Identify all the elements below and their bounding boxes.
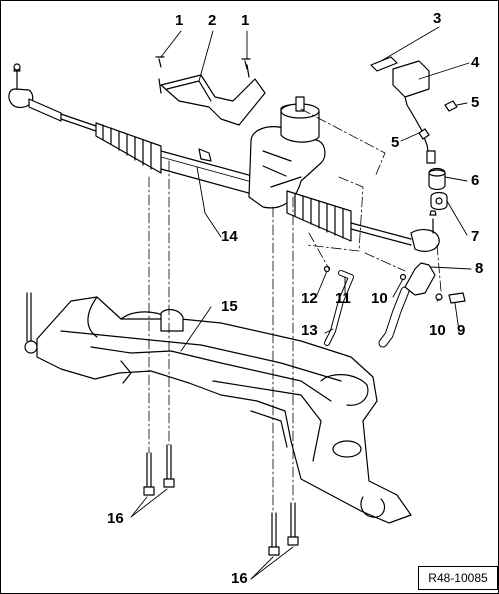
steering-rack xyxy=(8,63,440,252)
callout-4: 4 xyxy=(471,54,480,71)
callout-1-left: 1 xyxy=(175,12,184,29)
mounting-bolts xyxy=(143,444,299,556)
callout-7: 7 xyxy=(471,228,480,245)
heat-shield xyxy=(158,64,266,126)
hydraulic-lines xyxy=(323,262,466,348)
leader-lines xyxy=(130,26,472,580)
callout-3: 3 xyxy=(433,10,442,27)
callout-10-right: 10 xyxy=(429,322,446,339)
subframe xyxy=(24,292,412,524)
callout-13: 13 xyxy=(301,322,318,339)
callout-14: 14 xyxy=(221,228,238,245)
bushings xyxy=(428,167,448,211)
callout-8: 8 xyxy=(475,260,484,277)
callout-10-left: 10 xyxy=(371,290,388,307)
callout-16-left: 16 xyxy=(107,510,124,527)
callout-16-bottom: 16 xyxy=(231,570,248,587)
callout-12: 12 xyxy=(301,290,318,307)
callout-11: 11 xyxy=(335,290,351,307)
callout-2: 2 xyxy=(208,12,217,29)
callout-15: 15 xyxy=(221,298,238,315)
callout-9: 9 xyxy=(457,322,466,339)
callout-1-right: 1 xyxy=(241,12,250,29)
callout-6: 6 xyxy=(471,172,480,189)
screws xyxy=(155,56,251,162)
reference-code: R48-10085 xyxy=(418,566,498,590)
callout-5-left: 5 xyxy=(391,134,400,151)
callout-5-right: 5 xyxy=(471,94,480,111)
alignment-lines xyxy=(148,108,442,514)
control-unit-parts xyxy=(370,56,458,164)
